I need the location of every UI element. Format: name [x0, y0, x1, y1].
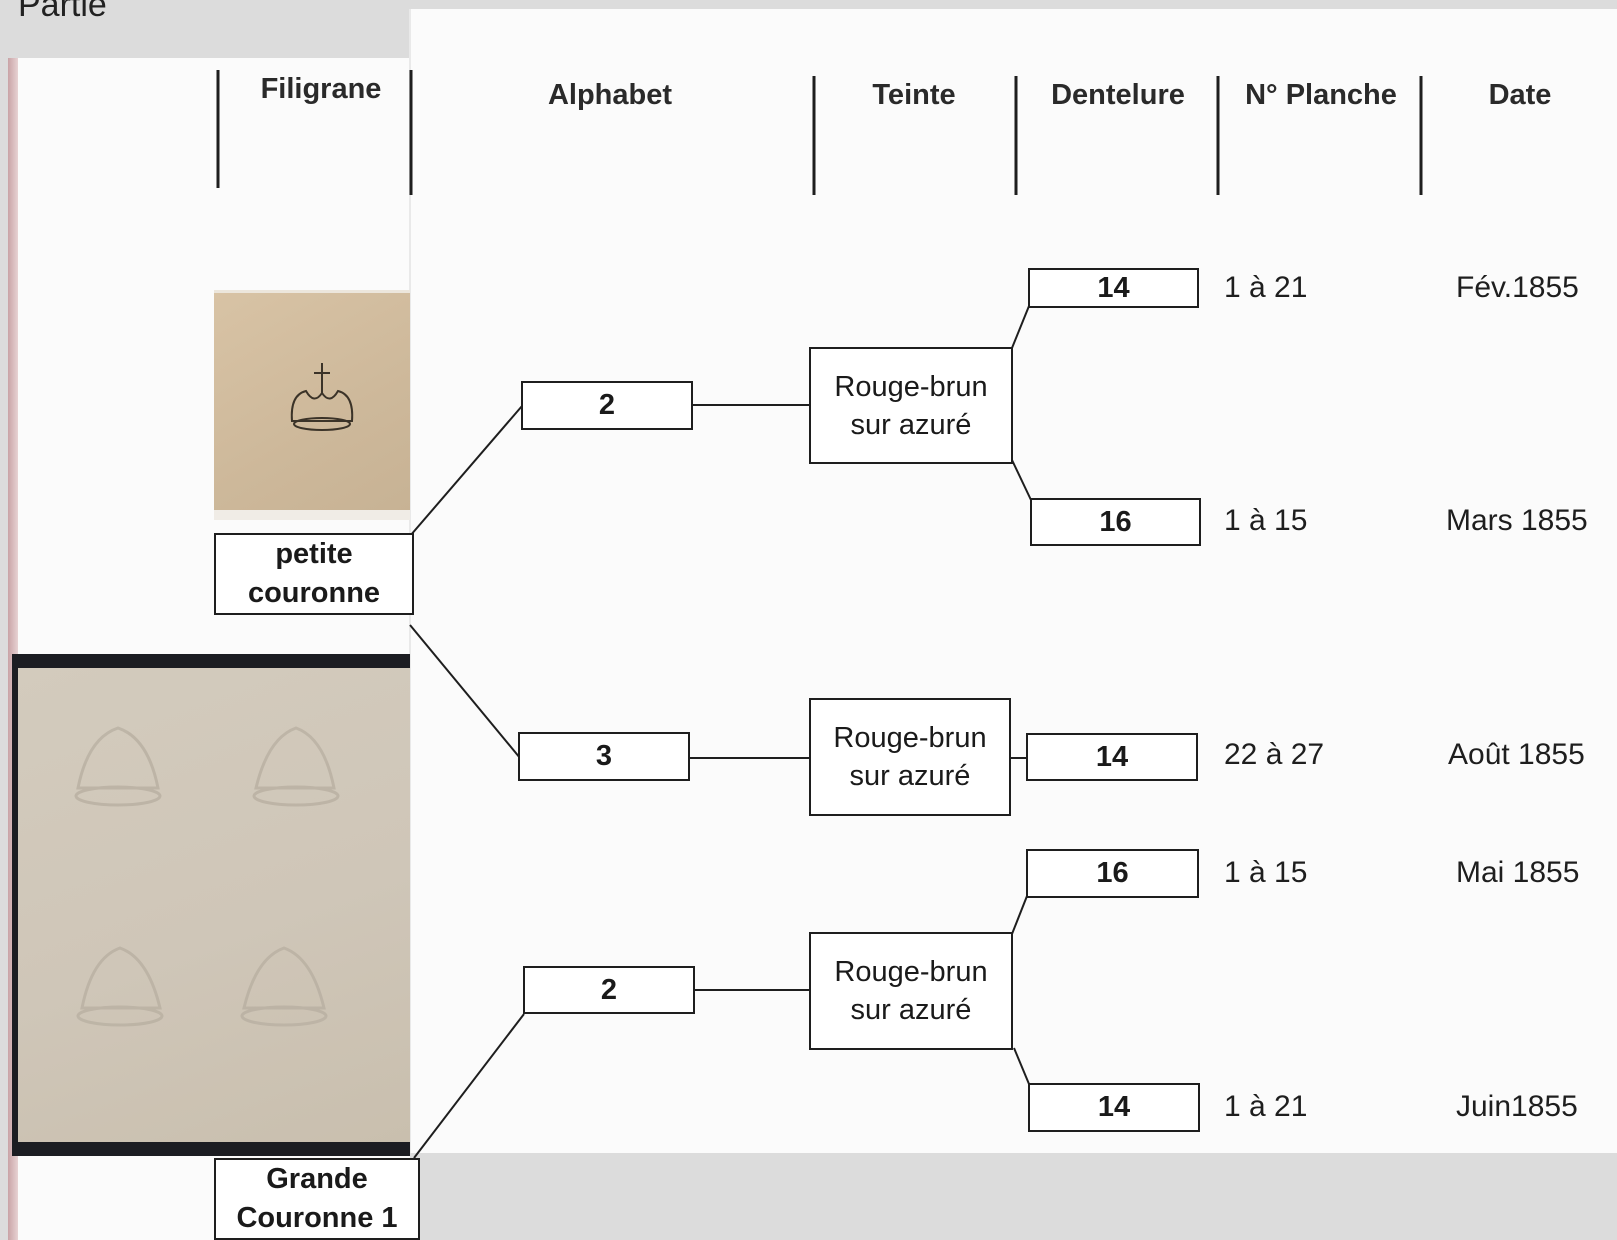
header-dentelure: Dentelure [1051, 79, 1185, 111]
planche-value: 1 à 15 [1224, 504, 1308, 537]
alphabet-box: 2 [523, 966, 695, 1014]
connector-line [409, 405, 523, 537]
connector-line [1013, 1047, 1030, 1085]
date-value: Mars 1855 [1446, 504, 1588, 537]
header-filigrane: Filigrane [260, 73, 382, 105]
crown-watermark-icon [290, 363, 354, 431]
header-teinte: Teinte [872, 79, 956, 111]
date-value: Juin1855 [1456, 1090, 1578, 1123]
right-scan-page [409, 9, 1617, 1153]
section-label: Partie [18, 0, 107, 24]
header-alphabet: Alphabet [547, 79, 673, 111]
teinte-line: Rouge-brun [834, 370, 988, 403]
connector-line [1011, 305, 1030, 349]
date-value: Août 1855 [1448, 738, 1585, 771]
teinte-line: sur azuré [849, 760, 971, 792]
dentelure-box: 16 [1030, 498, 1201, 546]
teinte-line: Rouge-brun [834, 956, 988, 988]
alphabet-box: 3 [518, 732, 690, 781]
teinte-line: sur azuré [850, 408, 972, 441]
teinte-line: Rouge-brun [833, 722, 987, 754]
teinte-box: Rouge-brun sur azuré [809, 932, 1013, 1050]
header-date: Date [1488, 79, 1552, 111]
connector-line [413, 1013, 525, 1159]
connector-line [1011, 459, 1032, 501]
grande-couronne-stamp-image [18, 668, 410, 1142]
date-value: Fév.1855 [1456, 271, 1579, 304]
filigrane-box-grande-couronne: Grande Couronne 1 [214, 1158, 420, 1240]
crown-watermark-icon [74, 726, 340, 1027]
filigrane-line: couronne [247, 577, 381, 609]
filigrane-line: petite [275, 538, 353, 570]
teinte-box: Rouge-brun sur azuré [809, 698, 1011, 816]
petite-couronne-stamp-image [214, 290, 410, 517]
dentelure-box: 14 [1028, 268, 1199, 308]
planche-value: 1 à 21 [1224, 1090, 1308, 1123]
stamp-margin [214, 510, 410, 520]
filigrane-line: Grande [266, 1163, 368, 1195]
header-planche: N° Planche [1245, 79, 1397, 111]
filigrane-line: Couronne 1 [236, 1202, 398, 1234]
teinte-box: Rouge-brun sur azuré [809, 347, 1013, 464]
filigrane-box-petite-couronne: petite couronne [214, 533, 414, 615]
dentelure-box: 16 [1026, 849, 1199, 898]
alphabet-box: 2 [521, 381, 693, 430]
dentelure-box: 14 [1028, 1083, 1200, 1132]
date-value: Mai 1855 [1456, 856, 1580, 889]
connector-line [409, 624, 521, 759]
connector-line [1011, 895, 1028, 935]
dentelure-box: 14 [1026, 733, 1198, 781]
page-edge [8, 58, 18, 1240]
planche-value: 1 à 15 [1224, 856, 1308, 889]
planche-value: 1 à 21 [1224, 271, 1308, 304]
planche-value: 22 à 27 [1224, 738, 1325, 771]
teinte-line: sur azuré [850, 994, 972, 1026]
